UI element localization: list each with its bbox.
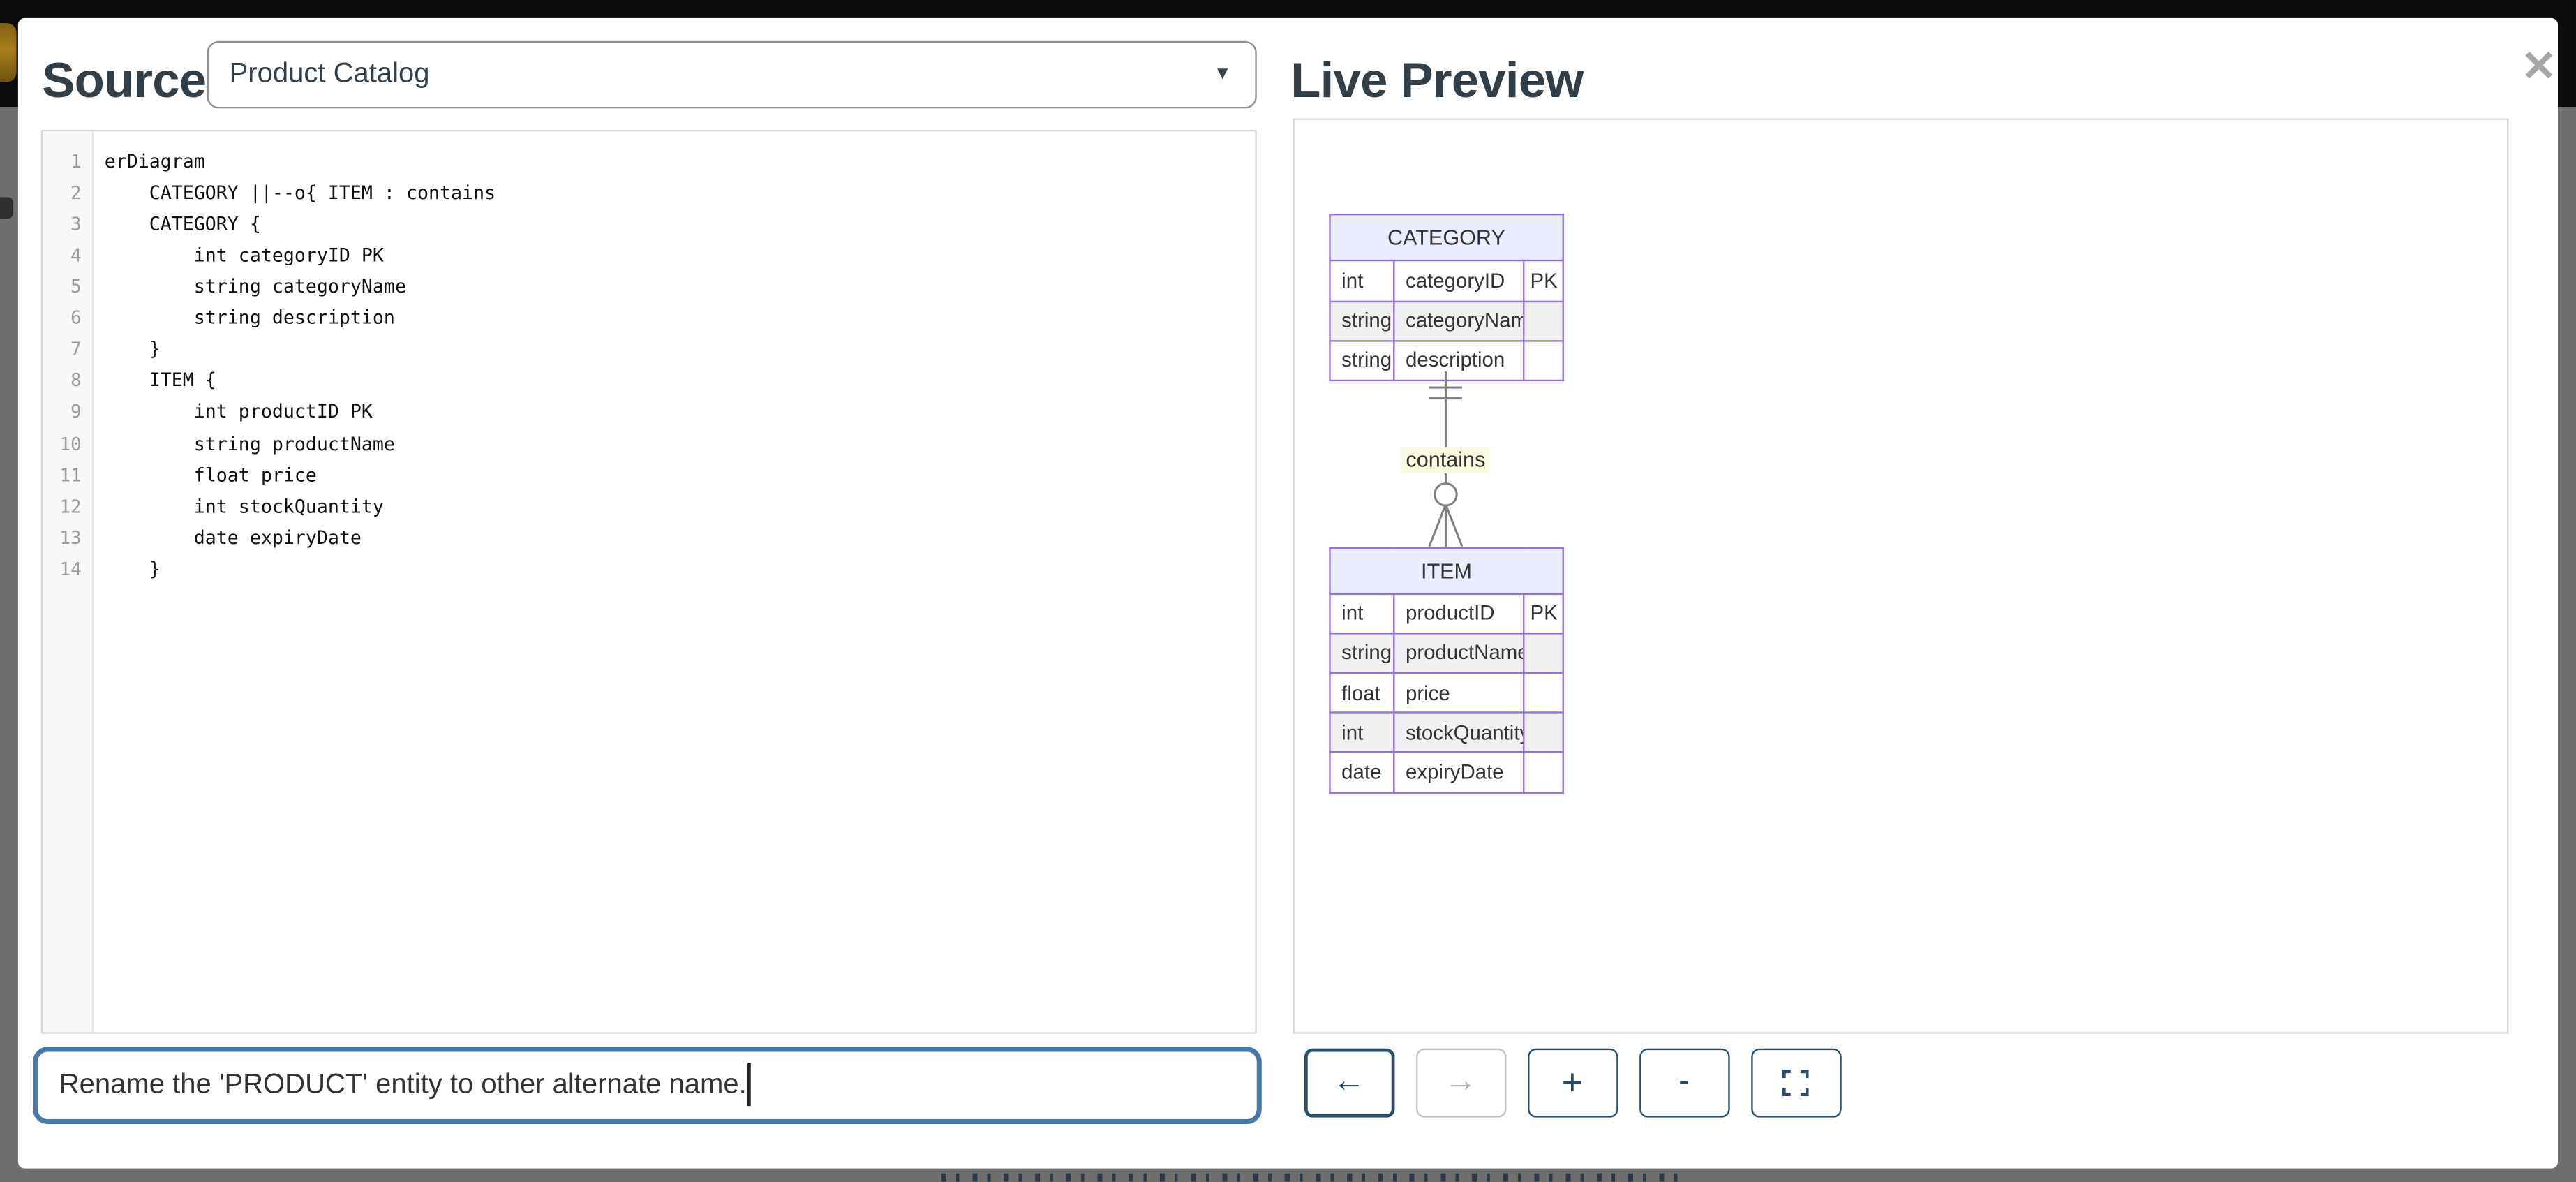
line-number: 4 — [70, 244, 82, 267]
attr-key: PK — [1523, 593, 1565, 635]
code-line: string description — [104, 307, 395, 330]
background-page-icon-fragment — [0, 197, 13, 219]
text-cursor — [748, 1064, 751, 1107]
entity-table-category: CATEGORY int categoryID PK string catego… — [1328, 214, 1565, 382]
line-number-gutter: 1 2 3 4 5 6 7 8 9 10 11 12 13 14 — [42, 131, 94, 1032]
minus-icon: - — [1678, 1064, 1690, 1100]
background-page-logo-fragment — [0, 22, 17, 82]
attr-type: string — [1328, 300, 1394, 342]
line-number: 7 — [70, 339, 82, 361]
attr-key: PK — [1523, 260, 1565, 302]
attr-name: productName — [1392, 632, 1526, 674]
attr-key — [1523, 711, 1565, 754]
entity-name: CATEGORY — [1328, 214, 1565, 263]
attr-type: int — [1328, 711, 1394, 754]
attr-type: date — [1328, 751, 1394, 794]
table-row: string description — [1328, 339, 1565, 382]
mermaid-editor-dialog: Source Product Catalog ▼ Live Preview ✕ … — [17, 17, 2559, 1168]
code-editor[interactable]: 1 2 3 4 5 6 7 8 9 10 11 12 13 14 erDiagr… — [40, 129, 1256, 1033]
code-line: } — [104, 559, 161, 580]
code-line: ITEM { — [104, 370, 216, 392]
relationship-label: contains — [1401, 447, 1491, 473]
attr-name: price — [1392, 672, 1526, 714]
attr-type: int — [1328, 260, 1394, 302]
code-line: date expiryDate — [104, 527, 362, 549]
code-line: int categoryID PK — [104, 244, 384, 267]
source-panel-title: Source — [42, 53, 207, 108]
diagram-selector-value: Product Catalog — [229, 57, 430, 89]
arrow-left-icon: ← — [1332, 1064, 1366, 1100]
code-line: int stockQuantity — [104, 496, 384, 518]
table-row: int stockQuantity — [1328, 711, 1565, 754]
zoom-out-button[interactable]: - — [1639, 1048, 1729, 1118]
background-page-text-fragment — [941, 1172, 1681, 1182]
code-text-area[interactable]: erDiagram CATEGORY ||--o{ ITEM : contain… — [95, 131, 1255, 1031]
attr-type: string — [1328, 632, 1394, 674]
relationship-connector — [1427, 371, 1463, 547]
line-number: 3 — [70, 213, 82, 235]
attr-key — [1523, 672, 1565, 714]
history-back-button[interactable]: ← — [1304, 1048, 1394, 1118]
attr-name: categoryID — [1392, 260, 1526, 302]
line-number: 13 — [59, 527, 82, 549]
attr-key — [1523, 339, 1565, 382]
history-forward-button[interactable]: → — [1415, 1048, 1506, 1118]
line-number: 8 — [70, 370, 82, 392]
attr-name: categoryName — [1392, 300, 1526, 342]
line-number: 6 — [70, 307, 82, 330]
line-number: 14 — [59, 559, 82, 580]
table-row: string categoryName — [1328, 300, 1565, 342]
code-line: CATEGORY { — [104, 213, 261, 235]
close-icon[interactable]: ✕ — [2521, 40, 2557, 90]
line-number: 12 — [59, 496, 82, 518]
attr-key — [1523, 751, 1565, 794]
entity-name: ITEM — [1328, 547, 1565, 595]
table-row: date expiryDate — [1328, 751, 1565, 794]
table-row: int categoryID PK — [1328, 260, 1565, 302]
line-number: 9 — [70, 401, 82, 424]
attr-key — [1523, 300, 1565, 342]
diagram-selector-dropdown[interactable]: Product Catalog ▼ — [206, 40, 1256, 108]
preview-panel-title: Live Preview — [1290, 53, 1584, 108]
arrow-right-icon: → — [1444, 1064, 1477, 1100]
code-line: } — [104, 339, 161, 361]
fit-view-button[interactable] — [1750, 1048, 1841, 1118]
attr-key — [1523, 632, 1565, 674]
attr-name: productID — [1392, 593, 1526, 635]
code-line: int productID PK — [104, 401, 373, 424]
table-row: string productName — [1328, 632, 1565, 674]
diagram-preview-canvas[interactable]: CATEGORY int categoryID PK string catego… — [1292, 118, 2509, 1033]
code-line: float price — [104, 464, 317, 487]
attr-name: stockQuantity — [1392, 711, 1526, 754]
code-line: string categoryName — [104, 276, 406, 298]
line-number: 2 — [70, 182, 82, 204]
attr-type: float — [1328, 672, 1394, 714]
attr-type: string — [1328, 339, 1394, 382]
code-line: erDiagram — [104, 150, 205, 172]
code-line: CATEGORY ||--o{ ITEM : contains — [104, 182, 496, 204]
line-number: 10 — [59, 433, 82, 455]
attr-name: expiryDate — [1392, 751, 1526, 794]
attr-type: int — [1328, 593, 1394, 635]
line-number: 11 — [59, 464, 82, 487]
table-row: int productID PK — [1328, 593, 1565, 635]
line-number: 1 — [70, 150, 82, 172]
caret-down-icon: ▼ — [1213, 64, 1232, 84]
entity-table-item: ITEM int productID PK string productName… — [1328, 547, 1565, 794]
plus-icon: + — [1561, 1061, 1584, 1103]
prompt-input[interactable]: Rename the 'PRODUCT' entity to other alt… — [33, 1047, 1262, 1125]
fullscreen-icon — [1782, 1070, 1809, 1097]
zoom-in-button[interactable]: + — [1527, 1048, 1618, 1118]
code-line: string productName — [104, 433, 395, 455]
attr-name: description — [1392, 339, 1526, 382]
line-number: 5 — [70, 276, 82, 298]
table-row: float price — [1328, 672, 1565, 714]
prompt-input-value: Rename the 'PRODUCT' entity to other alt… — [59, 1069, 747, 1100]
